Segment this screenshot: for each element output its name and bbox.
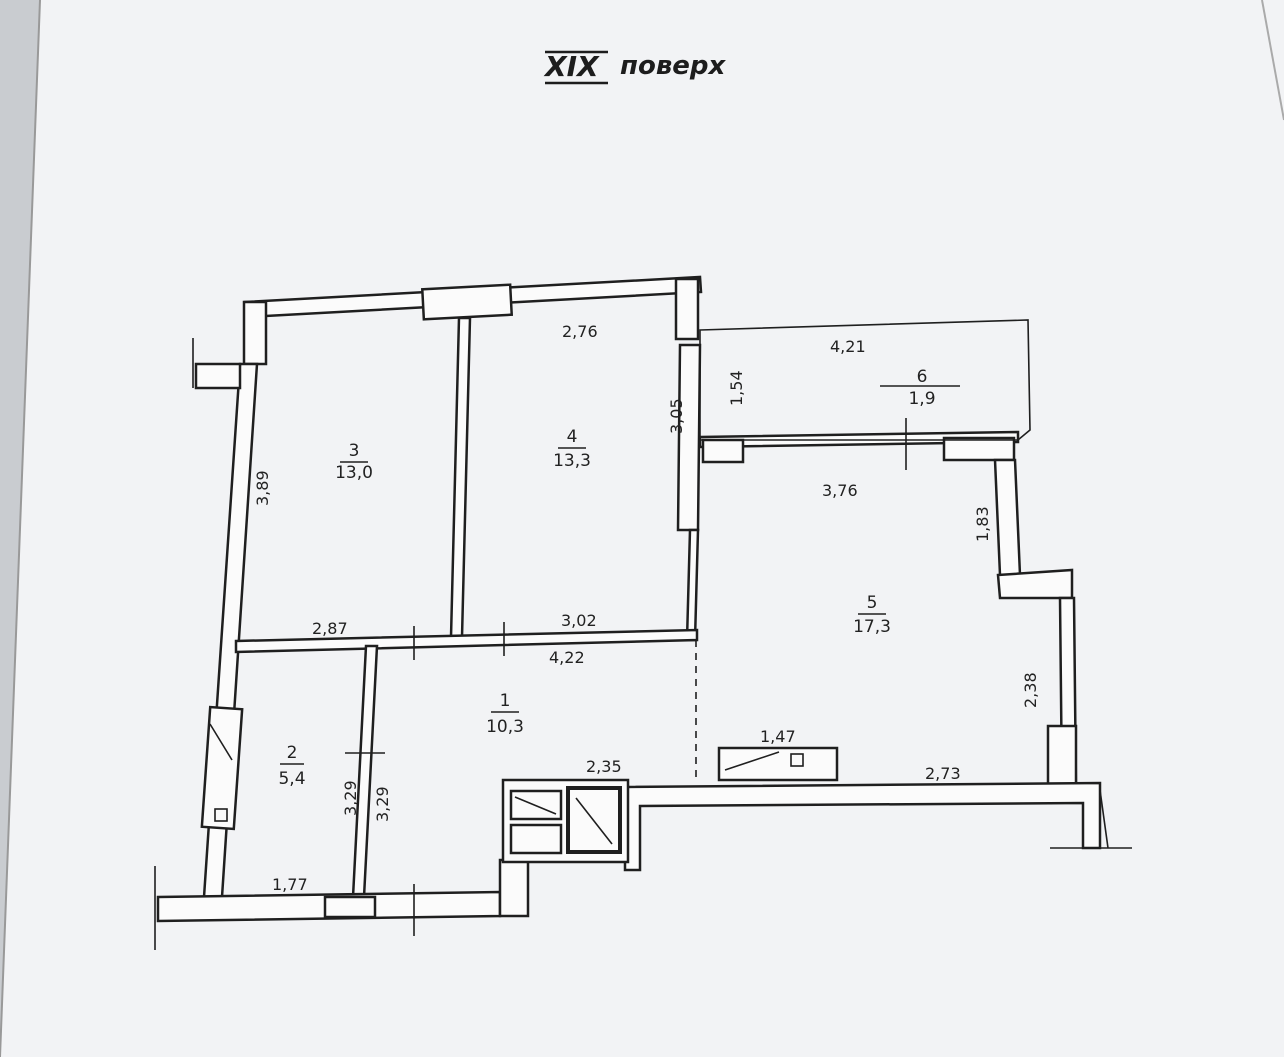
- balcony-outline: [699, 319, 1031, 441]
- vent-symbol: [790, 753, 804, 767]
- column-top-right: [674, 277, 700, 341]
- dim-balcony-depth: 1,54: [727, 370, 746, 406]
- room-5-number: 5: [867, 593, 878, 613]
- dim-room3-bottom: 2,87: [312, 619, 348, 638]
- dim-room5-right-upper: 1,83: [973, 506, 992, 542]
- kitchen-cabinet: [509, 823, 563, 855]
- paper-edge-left: [0, 0, 41, 1057]
- dim-room1-depth: 3,29: [373, 786, 392, 822]
- room-4-area: 13,3: [553, 451, 591, 471]
- room-6-area: 1,9: [908, 389, 935, 409]
- dim-room5-width-top: 3,76: [822, 481, 858, 500]
- dim-balcony-width: 4,21: [830, 337, 866, 356]
- dim-room4-width: 2,76: [562, 322, 598, 341]
- walls: [156, 275, 1102, 923]
- right-edge-line: [1099, 789, 1109, 849]
- plan-details: [154, 338, 1132, 950]
- wall-right-upper: [993, 458, 1022, 577]
- door-bottom: [323, 895, 377, 919]
- dim-room4-bottom: 3,02: [561, 611, 597, 630]
- dim-room2-depth: 3,29: [341, 780, 360, 816]
- column-right-lower: [1046, 724, 1078, 788]
- room-5-area: 17,3: [853, 617, 891, 637]
- dim-room5-right-lower: 2,38: [1021, 672, 1040, 708]
- dim-room3-depth: 3,89: [253, 470, 272, 506]
- room-6-number: 6: [917, 367, 928, 387]
- paper-edge-right: [1261, 0, 1284, 121]
- window-left-hatch: [209, 723, 233, 761]
- room-3-area: 13,0: [335, 463, 373, 483]
- room-2-number: 2: [287, 743, 298, 763]
- room-fraction-lines: [280, 447, 886, 765]
- window-left: [200, 705, 244, 831]
- vent-symbol-left: [214, 808, 228, 822]
- wall-bottom-room5: [623, 781, 1102, 872]
- room-4-number: 4: [567, 427, 578, 447]
- window-bottom-room5: [717, 746, 839, 782]
- room-2-area: 5,4: [278, 769, 305, 789]
- dim-kitchen: 2,35: [586, 757, 622, 776]
- window-right-room4: [676, 343, 702, 532]
- wall-right-room4: [685, 528, 700, 642]
- dim-room5-window: 1,47: [760, 727, 796, 746]
- sink-hatch: [514, 796, 557, 815]
- wall-bottom-right: [498, 858, 530, 918]
- dimension-labels: 2,76 4,21 1,54 3,05 3,89 3,76 1,83 2,87 …: [253, 322, 1040, 894]
- room-3-number: 3: [349, 441, 360, 461]
- floor-title: XIX поверх: [543, 50, 727, 85]
- stove-hatch: [575, 797, 613, 845]
- dim-room4-window: 3,05: [667, 398, 686, 434]
- dim-room2-bottom: 1,77: [272, 875, 308, 894]
- room-labels: 3 13,0 4 13,3 6 1,9 5 17,3 1 10,3 2 5,4: [278, 367, 935, 789]
- wall-right-step: [996, 568, 1074, 600]
- room-1-number: 1: [500, 691, 511, 711]
- wall-middle: [234, 628, 699, 654]
- floor-title-roman: XIX: [543, 50, 600, 83]
- floor-title-word: поверх: [620, 51, 727, 81]
- column-balcony-left: [701, 438, 745, 464]
- dim-room5-bottom: 2,73: [925, 764, 961, 783]
- column-balcony-right: [942, 436, 1016, 462]
- column-top-left: [242, 300, 268, 366]
- wall-left-stub: [194, 362, 242, 390]
- room-1-area: 10,3: [486, 717, 524, 737]
- window-top: [420, 283, 514, 321]
- window-hatch: [724, 751, 780, 771]
- dim-room1-top: 4,22: [549, 648, 585, 667]
